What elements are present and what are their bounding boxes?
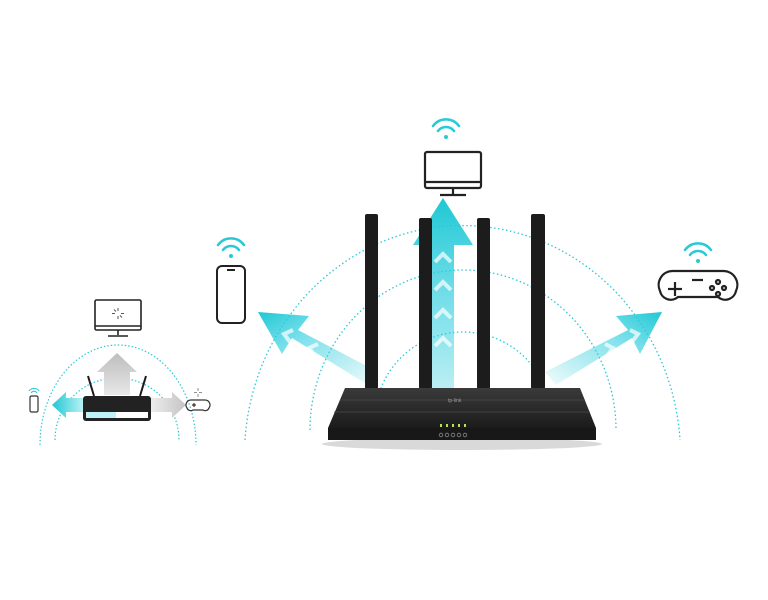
monitor-icon bbox=[423, 150, 483, 197]
smartphone-icon bbox=[28, 387, 40, 413]
wifi-icon bbox=[28, 387, 40, 394]
beam-chevrons bbox=[280, 251, 642, 358]
loading-spinner-icon bbox=[194, 388, 202, 397]
main-router-scene: tp-link bbox=[216, 118, 739, 450]
wifi-icon bbox=[216, 237, 246, 252]
antennas bbox=[365, 214, 545, 389]
loading-spinner-icon bbox=[112, 308, 124, 319]
coverage-arc-inner bbox=[374, 331, 552, 421]
beam-arrow-right bbox=[545, 312, 662, 385]
beam-arrow-up bbox=[413, 198, 473, 440]
legacy-arc-outer bbox=[39, 344, 197, 446]
coverage-arc-outer bbox=[244, 225, 681, 441]
legacy-arrow-up bbox=[97, 353, 137, 395]
legacy-router-icon bbox=[83, 396, 151, 421]
antenna-2 bbox=[419, 218, 432, 389]
gamepad-icon bbox=[185, 388, 211, 412]
smartphone-device bbox=[216, 237, 246, 324]
wifi-icon bbox=[683, 242, 713, 257]
legacy-arrow-right bbox=[150, 392, 186, 418]
monitor-icon bbox=[94, 299, 142, 337]
front-buttons bbox=[438, 432, 468, 438]
wifi-icon bbox=[431, 118, 461, 133]
gamepad-device bbox=[657, 242, 739, 301]
legacy-arrow-left bbox=[52, 392, 84, 418]
beam-arrow-left bbox=[258, 312, 378, 385]
status-leds bbox=[440, 424, 466, 427]
gamepad-icon bbox=[657, 269, 739, 301]
antenna-3 bbox=[477, 218, 490, 389]
antenna-1 bbox=[365, 214, 378, 389]
monitor-device bbox=[423, 118, 483, 197]
router-logo: tp-link bbox=[448, 398, 462, 404]
legacy-router-scene bbox=[28, 299, 211, 446]
smartphone-icon bbox=[216, 265, 246, 324]
router-icon: tp-link bbox=[322, 388, 602, 450]
antenna-4 bbox=[531, 214, 545, 389]
